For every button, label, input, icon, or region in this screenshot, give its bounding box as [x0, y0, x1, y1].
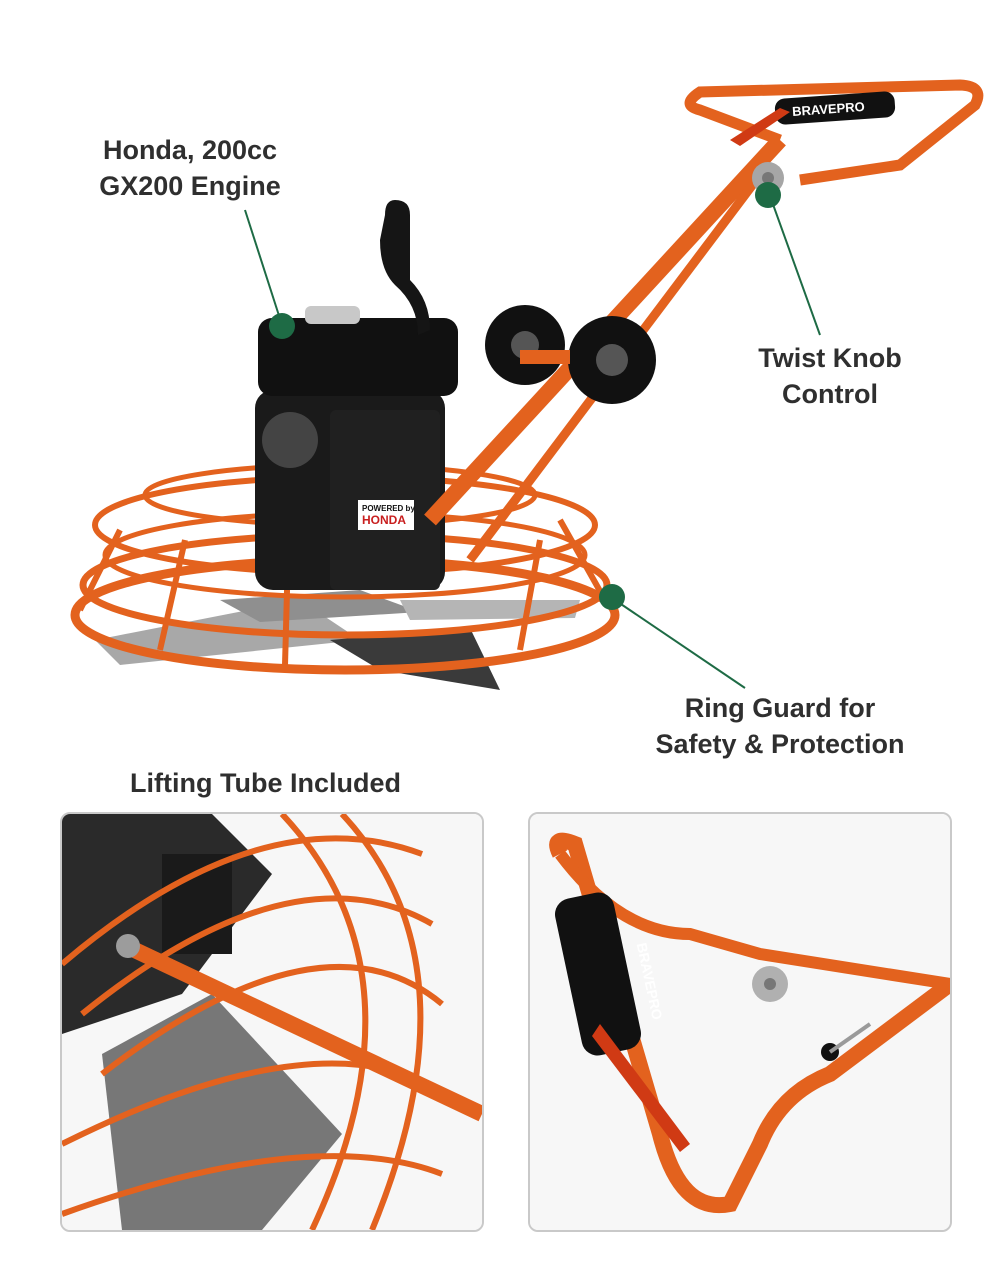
- trowel-illustration: POWERED by HONDA BRAVEPRO: [70, 79, 984, 690]
- engine-decal-label: HONDA: [362, 513, 406, 527]
- knob-marker-dot: [755, 182, 781, 208]
- ring-callout-line1: Ring Guard for: [684, 693, 876, 723]
- trowel-blade: [400, 600, 580, 620]
- engine-decal-sublabel: POWERED by: [362, 504, 415, 513]
- engine-callout-line2: GX200 Engine: [99, 171, 281, 201]
- handle-grip-photo: BRAVEPRO: [528, 812, 952, 1232]
- lifting-hook: [380, 200, 430, 335]
- handle-grip-loop: [684, 79, 984, 186]
- engine-callout: Honda, 200cc GX200 Engine: [80, 132, 300, 204]
- engine-cap: [305, 306, 360, 324]
- handle-grip-brand: BRAVEPRO: [792, 99, 866, 119]
- engine-leader-line: [244, 209, 283, 326]
- ring-callout: Ring Guard for Safety & Protection: [640, 690, 920, 762]
- knob-callout: Twist Knob Control: [740, 340, 920, 412]
- knob-leader-line: [769, 195, 821, 336]
- engine-pulley: [262, 412, 318, 468]
- lifting-tube-title: Lifting Tube Included: [130, 768, 401, 798]
- knob-callout-line1: Twist Knob: [758, 343, 902, 373]
- ring-callout-line2: Safety & Protection: [655, 729, 905, 759]
- handle-grip: [774, 91, 896, 125]
- lifting-tube: [118, 936, 482, 1122]
- callout-leaders: [244, 195, 821, 689]
- ring-marker-dot: [599, 584, 625, 610]
- engine-fuel-tank: [258, 318, 458, 396]
- wheel-axle-bracket: [520, 350, 570, 364]
- trowel-blade: [330, 628, 500, 690]
- engine-decal: [358, 500, 414, 530]
- knob-callout-line2: Control: [782, 379, 878, 409]
- handle-lever: [730, 108, 790, 146]
- lifting-tube-photo: [60, 812, 484, 1232]
- engine-marker-dot: [269, 313, 295, 339]
- engine-callout-line1: Honda, 200cc: [102, 135, 278, 165]
- ring-leader-line: [611, 597, 746, 689]
